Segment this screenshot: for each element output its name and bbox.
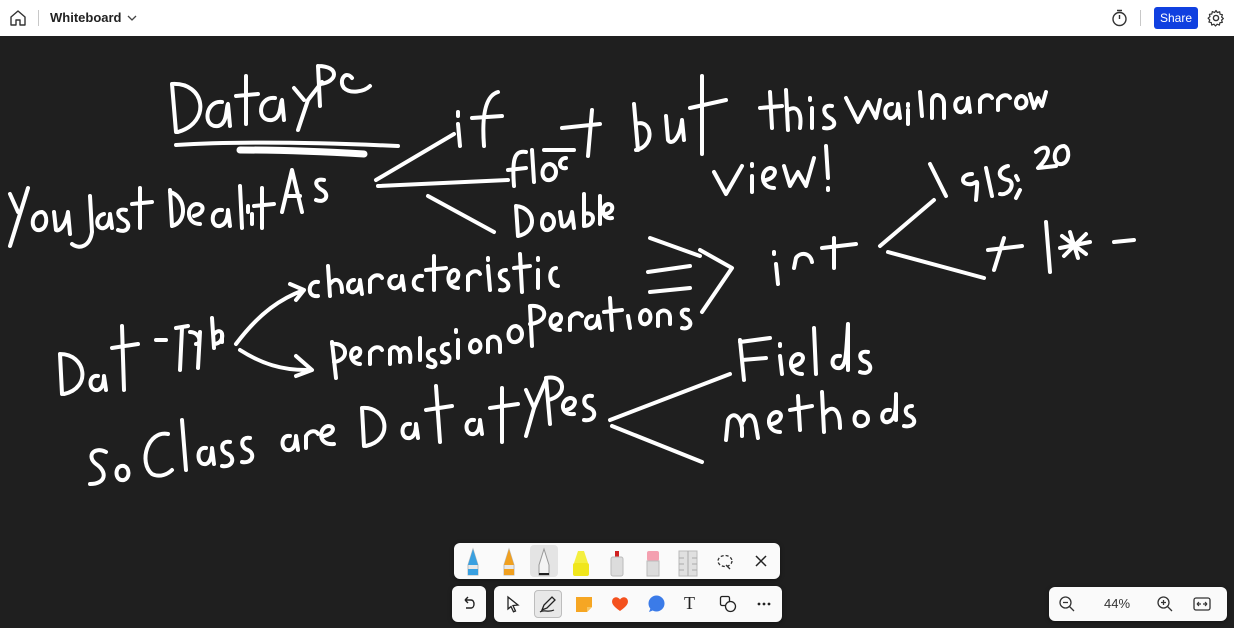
fit-to-screen-button[interactable] <box>1188 590 1216 618</box>
home-icon[interactable] <box>9 9 27 27</box>
timer-icon[interactable] <box>1111 9 1128 27</box>
eraser-icon[interactable] <box>644 549 662 577</box>
text-icon: T <box>684 593 695 613</box>
main-toolbar: T <box>494 586 782 622</box>
select-tool-button[interactable] <box>499 590 527 618</box>
whiteboard-canvas[interactable] <box>0 36 1234 628</box>
undo-box <box>452 586 486 622</box>
undo-button[interactable] <box>455 590 483 618</box>
zoom-out-icon <box>1059 596 1075 612</box>
pen-icon <box>539 596 556 613</box>
zoom-level: 44% <box>1103 596 1131 611</box>
marker-red-icon[interactable] <box>608 549 626 577</box>
undo-icon <box>464 596 475 609</box>
comment-icon <box>648 595 665 612</box>
zoom-controls: 44% <box>1049 587 1227 621</box>
close-icon[interactable] <box>754 554 768 568</box>
pen-tray <box>454 543 780 579</box>
comment-button[interactable] <box>642 590 670 618</box>
sticky-note-button[interactable] <box>570 590 598 618</box>
fit-screen-icon <box>1193 597 1211 611</box>
sticky-note-icon <box>576 597 592 612</box>
heart-icon <box>612 597 628 611</box>
zoom-in-button[interactable] <box>1151 590 1179 618</box>
text-tool-button[interactable]: T <box>678 590 706 618</box>
board-title[interactable]: Whiteboard <box>50 10 122 25</box>
pen-white-icon <box>538 547 550 576</box>
divider <box>38 10 39 26</box>
top-bar: Whiteboard Share <box>0 0 1234 36</box>
chevron-down-icon[interactable] <box>126 12 138 24</box>
reactions-button[interactable] <box>606 590 634 618</box>
pencil-orange-icon[interactable] <box>500 547 518 577</box>
inking-tool-button[interactable] <box>534 590 562 618</box>
gear-icon[interactable] <box>1207 9 1225 27</box>
lasso-select-icon[interactable] <box>716 553 734 571</box>
highlighter-yellow-icon[interactable] <box>570 549 592 577</box>
share-button[interactable]: Share <box>1154 7 1198 29</box>
shapes-button[interactable] <box>714 590 742 618</box>
ruler-icon[interactable] <box>676 549 700 577</box>
divider <box>1140 10 1141 26</box>
cursor-icon <box>507 595 520 613</box>
ink-drawing <box>8 64 1136 486</box>
zoom-out-button[interactable] <box>1053 590 1081 618</box>
more-icon <box>757 602 771 606</box>
more-options-button[interactable] <box>750 590 778 618</box>
pen-white-selected[interactable] <box>530 545 558 577</box>
pen-blue-icon[interactable] <box>464 547 482 577</box>
zoom-in-icon <box>1157 596 1173 612</box>
shapes-icon <box>719 595 737 613</box>
